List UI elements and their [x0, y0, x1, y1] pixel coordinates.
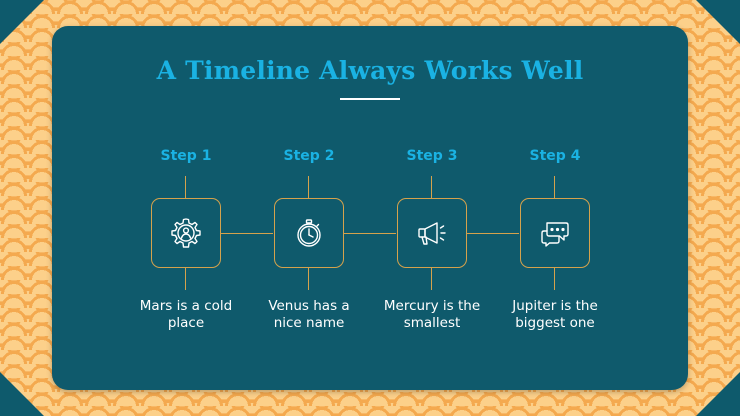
megaphone-icon — [418, 222, 446, 245]
step-connector — [431, 176, 432, 198]
slide-panel — [52, 26, 688, 390]
step-label: Step 3 — [406, 148, 458, 164]
chat-bubbles-icon — [541, 222, 569, 247]
step-connector — [185, 176, 186, 198]
step-icon-box — [520, 198, 590, 268]
corner-triangle — [0, 0, 44, 44]
step-description-line: Jupiter is the — [512, 298, 598, 314]
step-connector — [185, 268, 186, 290]
step-description-line: smallest — [403, 315, 461, 331]
step-description-line: biggest one — [515, 315, 595, 331]
step-description-line: place — [167, 315, 205, 331]
step-description-line: nice name — [273, 315, 345, 331]
step-description-line: Mercury is the — [383, 298, 481, 314]
stopwatch-icon — [297, 219, 321, 247]
step-connector — [308, 268, 309, 290]
step-description: Venus has a nice name — [244, 298, 374, 332]
slide-title: A Timeline Always Works Well — [156, 56, 584, 85]
timeline-connector — [221, 233, 273, 234]
gear-person-icon — [171, 218, 201, 248]
step-description: Jupiter is the biggest one — [490, 298, 620, 332]
corner-triangle — [0, 372, 44, 416]
step-description: Mercury is the smallest — [367, 298, 497, 332]
timeline-connector — [467, 233, 519, 234]
step-label: Step 1 — [160, 148, 212, 164]
step-icon-box — [274, 198, 344, 268]
step-label: Step 2 — [283, 148, 335, 164]
step-description: Mars is a cold place — [121, 298, 251, 332]
step-connector — [308, 176, 309, 198]
title-underline — [340, 98, 400, 100]
step-icon-box — [397, 198, 467, 268]
timeline-connector — [344, 233, 396, 234]
step-label: Step 4 — [529, 148, 581, 164]
corner-triangle — [696, 0, 740, 44]
corner-triangle — [696, 372, 740, 416]
step-connector — [554, 268, 555, 290]
step-description-line: Mars is a cold — [139, 298, 233, 314]
step-icon-box — [151, 198, 221, 268]
step-connector — [554, 176, 555, 198]
step-connector — [431, 268, 432, 290]
step-description-line: Venus has a — [268, 298, 350, 314]
